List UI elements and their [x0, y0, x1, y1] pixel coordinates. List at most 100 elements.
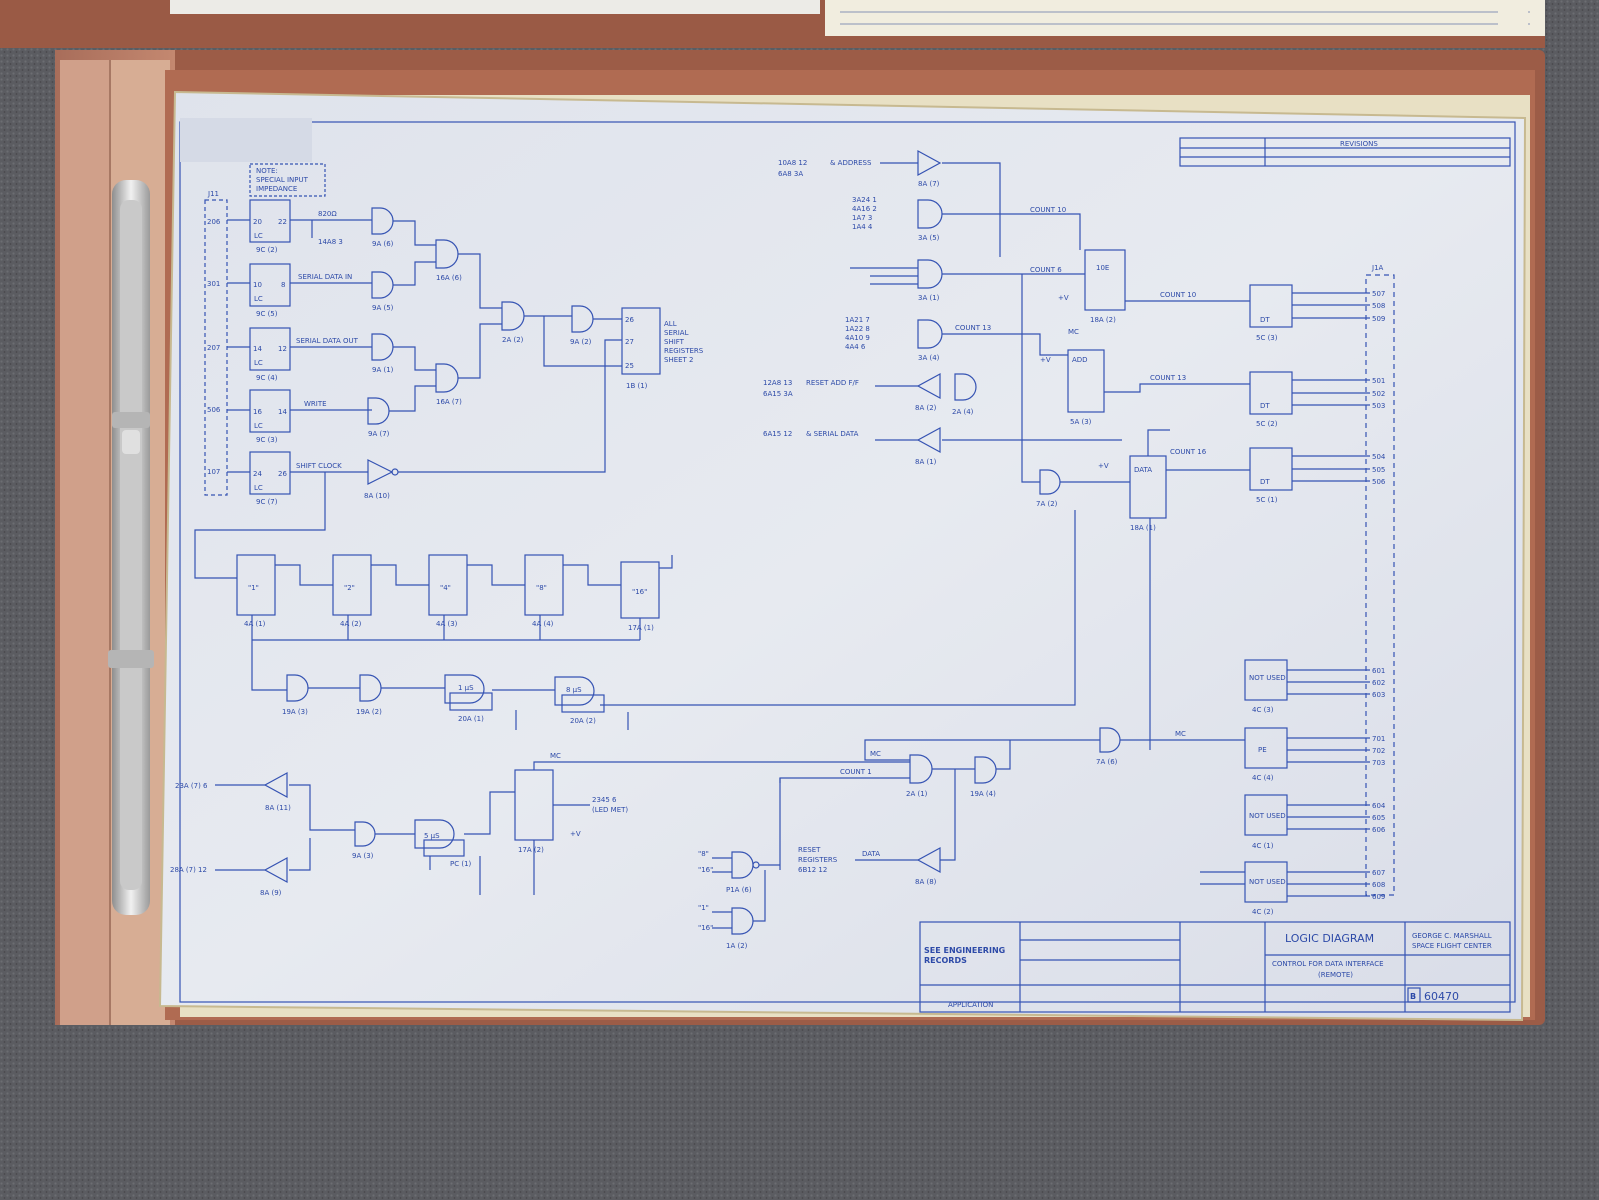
svg-text:26: 26 [278, 470, 287, 478]
svg-text:1B (1): 1B (1) [626, 382, 648, 390]
svg-text:+V: +V [1040, 356, 1051, 364]
svg-text:605: 605 [1372, 814, 1385, 822]
svg-text:4A16 2: 4A16 2 [852, 205, 877, 213]
svg-text:4C (1): 4C (1) [1252, 842, 1274, 850]
svg-text:8A (2): 8A (2) [915, 404, 937, 412]
count-1-label: COUNT 1 [840, 768, 872, 776]
svg-text:COUNT 6: COUNT 6 [1030, 266, 1062, 274]
svg-text:LC: LC [254, 232, 263, 240]
svg-text:"16": "16" [632, 588, 647, 596]
svg-text:9A (5): 9A (5) [372, 304, 394, 312]
counter-block-10e: 10E 18A (2) COUNT 10 COUNT 6 +V MC COUNT… [1030, 206, 1250, 336]
reset-input: 12A8 13 6A15 3A RESET ADD F/F 8A (2) 2A … [763, 372, 977, 416]
svg-text:502: 502 [1372, 390, 1385, 398]
counter-4a1: "1" 4A (1) [236, 554, 276, 628]
svg-text:9C (5): 9C (5) [256, 310, 278, 318]
svg-text:NOT USED: NOT USED [1249, 674, 1286, 682]
gate-16a7: 16A (7) [435, 363, 462, 406]
resistor-ref: 14A8 3 [318, 238, 343, 246]
center-line-1: GEORGE C. MARSHALL [1412, 932, 1492, 940]
svg-text:26: 26 [625, 316, 634, 324]
svg-text:4C (2): 4C (2) [1252, 908, 1274, 916]
serial-input: 6A15 12 & SERIAL DATA 8A (1) [763, 426, 1122, 466]
svg-text:16A (7): 16A (7) [436, 398, 462, 406]
svg-text:"16": "16" [698, 924, 713, 932]
company-line-2: RECORDS [924, 956, 967, 965]
drawing-title: LOGIC DIAGRAM [1285, 932, 1374, 945]
gate-9a5: 9A (5) [371, 271, 394, 312]
svg-text:8A (7): 8A (7) [918, 180, 940, 188]
bits-a: 3A24 1 4A16 2 1A7 3 1A4 4 3A (5) [852, 196, 1081, 250]
svg-text:1 μS: 1 μS [458, 684, 474, 692]
svg-text:"8": "8" [698, 850, 709, 858]
svg-text:503: 503 [1372, 402, 1385, 410]
svg-text:SHIFT: SHIFT [664, 338, 685, 346]
svg-text:5 μS: 5 μS [424, 832, 440, 840]
svg-text:9C (4): 9C (4) [256, 374, 278, 382]
svg-text:1A7 3: 1A7 3 [852, 214, 872, 222]
svg-text:12: 12 [278, 345, 287, 353]
svg-text:LC: LC [254, 422, 263, 430]
svg-text:6A8 3A: 6A8 3A [778, 170, 803, 178]
svg-text:LC: LC [254, 484, 263, 492]
svg-text:2345 6: 2345 6 [592, 796, 617, 804]
block-4c1: NOT USED 4C (1) 604 605 606 [1244, 794, 1386, 850]
receiver-9c7: 24 26 LC 9C (7) [227, 451, 291, 506]
svg-text:(LED MET): (LED MET) [592, 806, 628, 814]
svg-text:8A (1): 8A (1) [915, 458, 937, 466]
top-binder [0, 0, 1545, 48]
svg-text:ADD: ADD [1072, 356, 1088, 364]
svg-text:501: 501 [1372, 377, 1385, 385]
svg-text:LC: LC [254, 359, 263, 367]
svg-text:5C (1): 5C (1) [1256, 496, 1278, 504]
gate-19a4: 19A (4) [970, 756, 997, 798]
svg-text:5A (3): 5A (3) [1070, 418, 1092, 426]
note-line-2: SPECIAL INPUT [256, 176, 309, 184]
drawing-remote: (REMOTE) [1318, 971, 1353, 979]
gate-2a2: 2A (2) [501, 301, 525, 344]
svg-text:"8": "8" [536, 584, 547, 592]
svg-text:NOT USED: NOT USED [1249, 878, 1286, 886]
svg-text:4C (3): 4C (3) [1252, 706, 1274, 714]
svg-text:606: 606 [1372, 826, 1386, 834]
gate-9a1: 9A (1) [371, 333, 394, 374]
bottom-inputs: "8" "16" P1A (6) "1" "16" 1A (2) [698, 850, 780, 950]
svg-text:17A (1): 17A (1) [628, 624, 654, 632]
note-line-1: NOTE: [256, 167, 278, 175]
svg-text:3A (5): 3A (5) [918, 234, 940, 242]
svg-text:COUNT 13: COUNT 13 [955, 324, 991, 332]
oneshot-20a2: 8 μS 20A (2) [554, 676, 605, 725]
svg-text:506: 506 [1372, 478, 1386, 486]
svg-text:"1": "1" [698, 904, 709, 912]
pin-207: 207 [207, 344, 220, 352]
data-block: DATA 18A (1) +V COUNT 16 [1098, 429, 1250, 532]
svg-text:9A (3): 9A (3) [352, 852, 374, 860]
svg-text:8A (10): 8A (10) [364, 492, 390, 500]
svg-text:9A (7): 9A (7) [368, 430, 390, 438]
pin-107: 107 [207, 468, 220, 476]
svg-text:702: 702 [1372, 747, 1385, 755]
svg-text:20: 20 [253, 218, 262, 226]
signal-serial-data-in: SERIAL DATA IN [298, 273, 352, 281]
svg-text:12A8 13: 12A8 13 [763, 379, 792, 387]
svg-text:9A (1): 9A (1) [372, 366, 394, 374]
gate-9a7: 9A (7) [367, 397, 390, 438]
svg-text:1A4 4: 1A4 4 [852, 223, 873, 231]
svg-text:509: 509 [1372, 315, 1385, 323]
pin-506: 506 [207, 406, 221, 414]
svg-text:RESET: RESET [798, 846, 821, 854]
svg-text:+V: +V [1058, 294, 1069, 302]
svg-text:8: 8 [281, 281, 285, 289]
svg-text:508: 508 [1372, 302, 1385, 310]
gate-7a6-ref: 7A (6) [1096, 758, 1118, 766]
mc-label-2: MC [870, 750, 881, 758]
gate-16a6: 16A (6) [435, 239, 462, 282]
svg-text:SERIAL: SERIAL [664, 329, 689, 337]
svg-text:6A15 3A: 6A15 3A [763, 390, 793, 398]
svg-text:703: 703 [1372, 759, 1385, 767]
block-4c3: NOT USED 4C (3) 601 602 603 [1244, 659, 1385, 714]
svg-text:701: 701 [1372, 735, 1385, 743]
svg-text:NOT USED: NOT USED [1249, 812, 1286, 820]
pin-206: 206 [207, 218, 221, 226]
svg-text:4A4 6: 4A4 6 [845, 343, 866, 351]
